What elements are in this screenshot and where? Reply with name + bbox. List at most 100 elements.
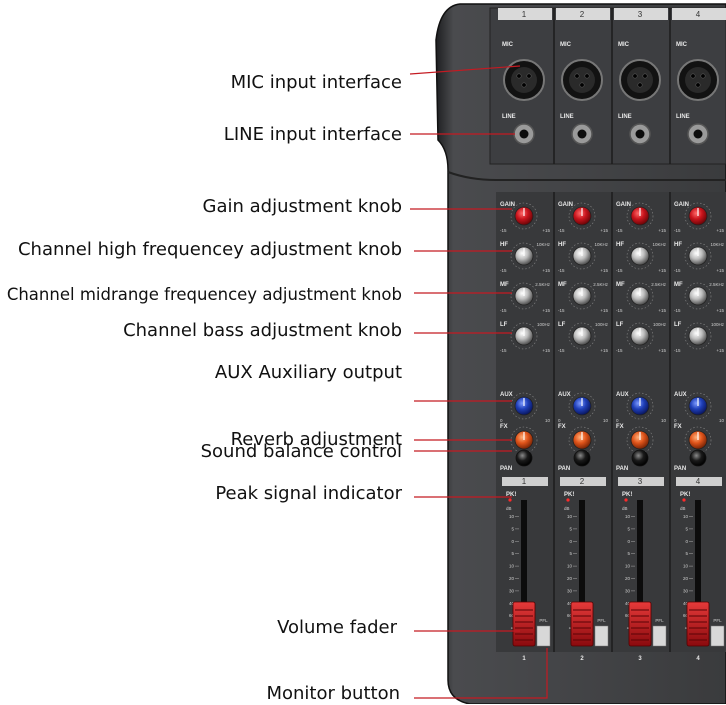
pk-text: PK!: [506, 492, 516, 498]
volume-fader[interactable]: [628, 601, 652, 647]
pan-knob[interactable]: [631, 449, 649, 467]
meter-scale-text: 30: [625, 588, 631, 593]
meter-scale-text: 10: [509, 514, 515, 519]
mic-text: MIC: [502, 42, 514, 48]
meter-scale-text: 5: [685, 551, 688, 556]
volume-fader[interactable]: [686, 601, 710, 647]
pan-knob[interactable]: [573, 449, 591, 467]
mf-freq-text: 2.5KHz: [651, 282, 667, 287]
meter-scale-text: ∞: [511, 626, 514, 631]
xlr-pin: [632, 73, 638, 79]
meter-scale-text: ∞: [627, 626, 630, 631]
db-text: dB: [564, 506, 570, 511]
volume-fader[interactable]: [512, 601, 536, 647]
knob-scale: [626, 322, 654, 350]
channel-panel: [496, 192, 726, 652]
meter-scale-text: 40: [567, 601, 573, 606]
knob-scale: [684, 322, 712, 350]
range-min-text: -15: [616, 268, 623, 273]
channel-number: 4: [696, 656, 700, 662]
meter-scale-text: 5: [685, 526, 688, 531]
range-min-text: -15: [500, 228, 507, 233]
peak-led: [566, 498, 570, 502]
meter-scale-text: 10: [683, 564, 689, 569]
xlr-pin: [521, 82, 527, 88]
range-max-text: +15: [600, 268, 608, 273]
aux-text: AUX: [558, 392, 571, 398]
range-min-text: 0: [558, 418, 561, 423]
range-min-text: -15: [616, 308, 623, 313]
meter-scale-text: 40: [625, 601, 631, 606]
jack-hole: [519, 129, 529, 139]
pan-knob[interactable]: [689, 449, 707, 467]
channel-number-tab: [560, 477, 606, 486]
aux-text: AUX: [616, 392, 629, 398]
xlr-pin: [700, 73, 706, 79]
channel-number: 4: [696, 10, 701, 19]
knob-scale: [626, 426, 654, 454]
meter-scale-text: 5: [569, 551, 572, 556]
range-max-text: +15: [600, 308, 608, 313]
label-monitor: Monitor button: [266, 683, 400, 704]
pfl-monitor-button[interactable]: [710, 625, 725, 647]
channel-number-tab: [498, 8, 552, 20]
lf-text: LF: [616, 322, 624, 328]
pfl-monitor-button[interactable]: [652, 625, 667, 647]
xlr-pin: [579, 82, 585, 88]
channel-number: 3: [638, 656, 642, 662]
range-max-text: +15: [542, 348, 550, 353]
range-min-text: -15: [558, 228, 565, 233]
hf-text: HF: [674, 242, 682, 248]
meter-scale-text: 10: [625, 564, 631, 569]
pan-text: PAN: [558, 466, 570, 472]
mic-text: MIC: [560, 42, 572, 48]
range-max-text: +15: [600, 228, 608, 233]
range-min-text: -15: [616, 348, 623, 353]
knob-scale: [626, 282, 654, 310]
range-max-text: +15: [716, 228, 724, 233]
range-min-text: -15: [558, 268, 565, 273]
meter-scale-text: 5: [569, 526, 572, 531]
hf-text: HF: [558, 242, 566, 248]
range-min-text: -15: [674, 268, 681, 273]
pan-knob[interactable]: [515, 449, 533, 467]
meter-scale-text: 10: [567, 514, 573, 519]
meter-scale-text: 60: [683, 613, 689, 618]
channel-number: 3: [638, 477, 643, 486]
line-text: LINE: [560, 114, 574, 120]
fader-slot: [521, 500, 527, 646]
mf-freq-text: 2.5KHz: [709, 282, 725, 287]
volume-fader[interactable]: [570, 601, 594, 647]
lf-freq-text: 100Hz: [653, 322, 667, 327]
lf-text: LF: [558, 322, 566, 328]
mf-text: MF: [558, 282, 567, 288]
range-min-text: 0: [616, 418, 619, 423]
channel-number: 3: [638, 10, 643, 19]
db-text: dB: [622, 506, 628, 511]
pfl-monitor-button[interactable]: [594, 625, 609, 647]
range-max-text: 10: [661, 418, 667, 423]
range-min-text: -15: [500, 308, 507, 313]
mf-freq-text: 2.5KHz: [535, 282, 551, 287]
lf-freq-text: 100Hz: [537, 322, 551, 327]
label-line-input: LINE input interface: [223, 124, 402, 145]
aux-text: AUX: [500, 392, 513, 398]
meter-scale-text: ∞: [569, 626, 572, 631]
range-max-text: 10: [545, 418, 551, 423]
db-text: dB: [680, 506, 686, 511]
meter-scale-text: 10: [567, 564, 573, 569]
meter-scale-text: ∞: [685, 626, 688, 631]
range-min-text: -15: [558, 308, 565, 313]
pfl-monitor-button[interactable]: [536, 625, 551, 647]
xlr-face: [511, 67, 537, 93]
meter-scale-text: 10: [625, 514, 631, 519]
meter-scale-text: 5: [627, 526, 630, 531]
lf-text: LF: [500, 322, 508, 328]
channel-number: 4: [696, 477, 701, 486]
meter-scale-text: 5: [627, 551, 630, 556]
channel-number-tab: [556, 8, 610, 20]
knob-scale: [510, 282, 538, 310]
knob-scale: [684, 392, 712, 420]
